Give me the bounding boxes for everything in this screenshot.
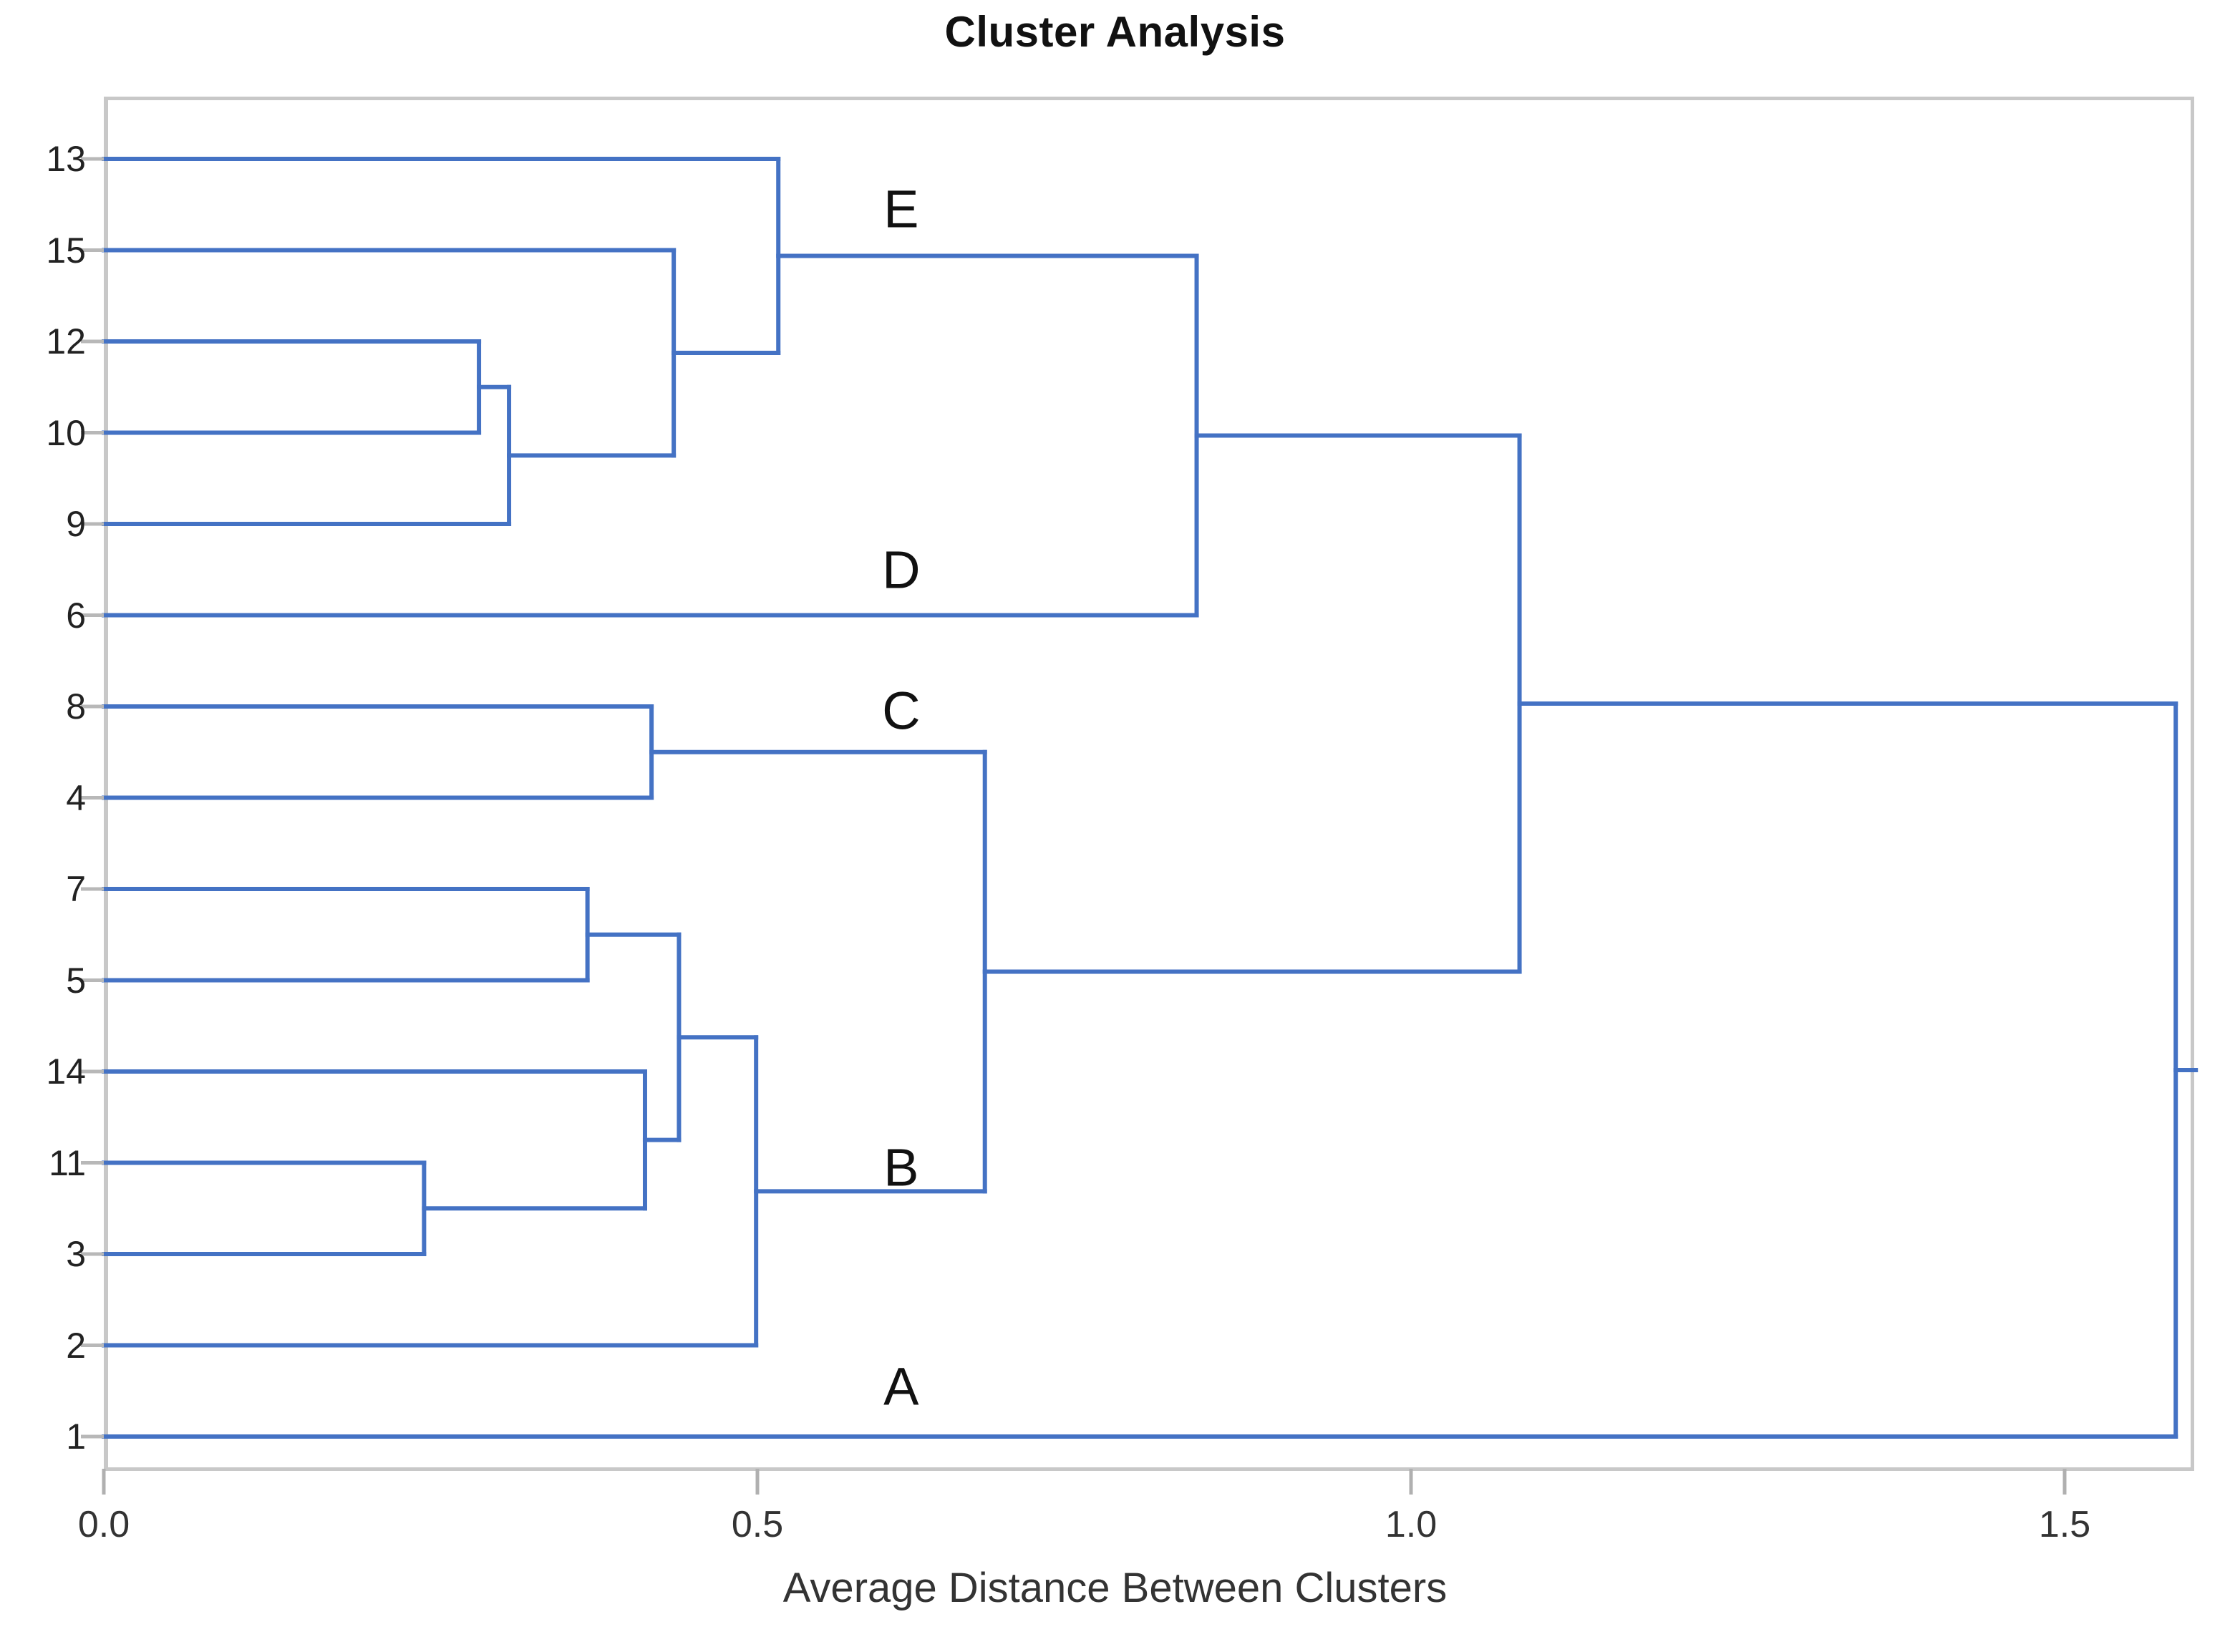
y-axis-label-6: 6 bbox=[66, 595, 86, 636]
x-axis-label-0.0: 0.0 bbox=[77, 1504, 130, 1545]
y-axis-label-8: 8 bbox=[66, 686, 86, 727]
y-axis-label-5: 5 bbox=[66, 960, 86, 1001]
y-axis-label-12: 12 bbox=[46, 321, 86, 361]
y-axis-label-3: 3 bbox=[66, 1234, 86, 1274]
y-axis-label-9: 9 bbox=[66, 504, 86, 544]
plot-frame bbox=[104, 97, 2194, 1471]
x-axis-title: Average Distance Between Clusters bbox=[782, 1565, 1448, 1611]
y-axis-label-11: 11 bbox=[49, 1142, 86, 1183]
y-axis-label-4: 4 bbox=[66, 777, 86, 818]
y-axis-label-15: 15 bbox=[46, 230, 86, 271]
cluster-label-B: B bbox=[883, 1137, 919, 1197]
x-axis-label-1.5: 1.5 bbox=[2038, 1504, 2091, 1545]
cluster-label-D: D bbox=[882, 540, 921, 600]
cluster-label-C: C bbox=[882, 681, 921, 741]
x-axis-label-1.0: 1.0 bbox=[1385, 1504, 1438, 1545]
x-axis-label-0.5: 0.5 bbox=[731, 1504, 784, 1545]
y-axis-label-10: 10 bbox=[46, 412, 86, 453]
cluster-label-E: E bbox=[883, 179, 919, 239]
y-axis-label-1: 1 bbox=[66, 1417, 86, 1457]
chart-title: Cluster Analysis bbox=[944, 8, 1286, 56]
cluster-label-A: A bbox=[883, 1356, 919, 1417]
y-axis-label-7: 7 bbox=[66, 869, 86, 909]
y-axis-label-14: 14 bbox=[46, 1051, 86, 1092]
y-axis-label-13: 13 bbox=[46, 139, 86, 179]
y-axis-label-2: 2 bbox=[66, 1325, 86, 1366]
